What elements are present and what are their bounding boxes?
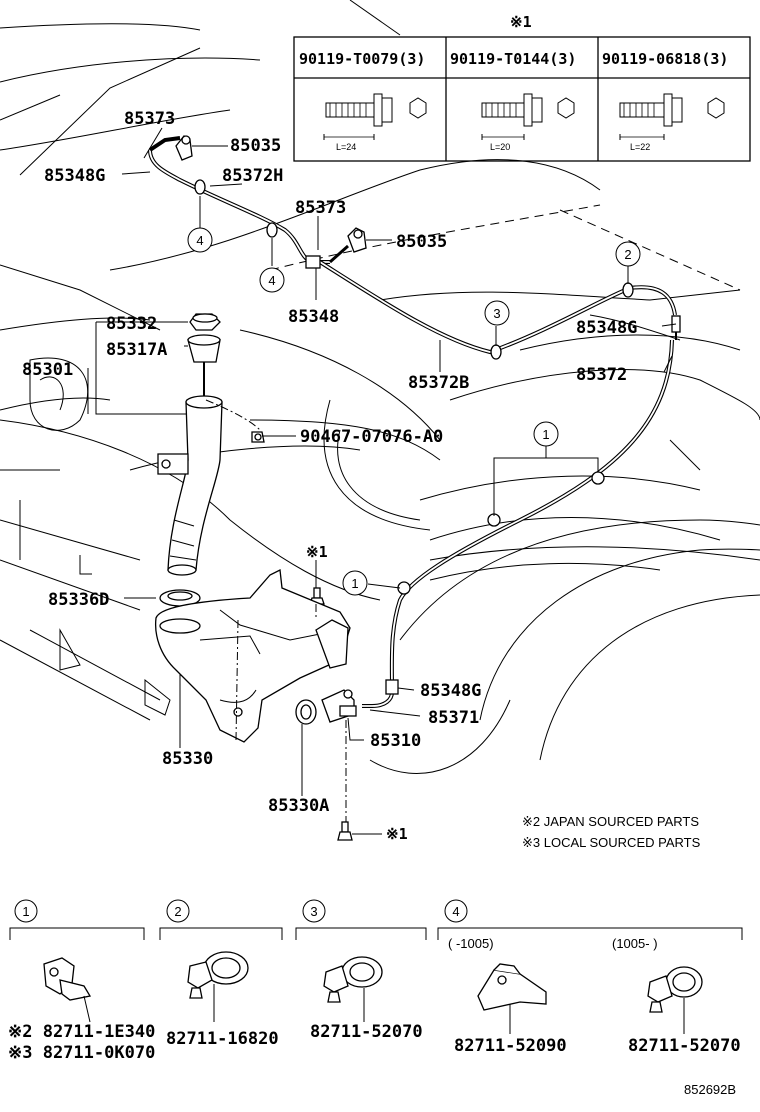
label-85348: 85348 <box>288 307 339 327</box>
label-85348g-right: 85348G <box>576 318 637 338</box>
label-85035-middle: 85035 <box>396 232 447 252</box>
bolt-part-number-2: 90119-T0144(3) <box>450 50 576 68</box>
legend-part-4b: 82711-52070 <box>628 1036 741 1056</box>
label-85373-middle: 85373 <box>295 198 346 218</box>
label-85371: 85371 <box>428 708 479 728</box>
legend-part-2: 82711-16820 <box>166 1029 279 1049</box>
legend-range-late: (1005- ) <box>612 936 658 951</box>
label-85035-upper: 85035 <box>230 136 281 156</box>
label-85330a: 85330A <box>268 796 329 816</box>
washer-tank <box>154 569 351 743</box>
clamp-3-drawing <box>323 956 383 1022</box>
label-mark1-lower: ※1 <box>386 825 408 843</box>
diagram-id: 852692B <box>684 1082 736 1097</box>
washer-nozzle-middle <box>347 227 392 253</box>
hose-joint-middle <box>305 244 349 269</box>
callout-4-upper: 4 <box>196 233 203 248</box>
assembly-lines <box>205 399 347 822</box>
clamp-legend: 1 2 3 4 ( -1005) (1005- ) <box>8 899 743 1063</box>
callout-2: 2 <box>624 247 631 262</box>
label-85332: 85332 <box>106 314 157 334</box>
clamp-1-drawing <box>43 957 92 1023</box>
tank-bolt-upper <box>309 560 325 605</box>
label-85373-upper: 85373 <box>124 109 175 129</box>
legend-index-2: 2 <box>174 904 181 919</box>
legend-index-3: 3 <box>310 904 317 919</box>
clamp-4b-drawing <box>647 966 703 1034</box>
callout-3: 3 <box>493 306 500 321</box>
label-85348g-lower: 85348G <box>420 681 481 701</box>
leader-lines <box>79 127 677 835</box>
washer-tank-cap <box>189 313 221 331</box>
legend-index-1: 1 <box>22 904 29 919</box>
label-85317a: 85317A <box>106 340 167 360</box>
bolt-part-number-1: 90119-T0079(3) <box>299 50 425 68</box>
legend-index-4: 4 <box>452 904 459 919</box>
legend-part-1-local: ※3 82711-0K070 <box>8 1043 155 1063</box>
callout-1-upper: 1 <box>542 427 549 442</box>
bolt-length-2: L=20 <box>490 142 510 152</box>
washer-hoses <box>148 136 677 708</box>
vehicle-body-outline <box>0 0 760 774</box>
note-japan-sourced: ※2 JAPAN SOURCED PARTS <box>522 814 699 829</box>
label-90467-07076-a0: 90467-07076-A0 <box>300 427 443 447</box>
washer-pump <box>321 689 357 723</box>
label-85348g-upper: 85348G <box>44 166 105 186</box>
bolt-table-header-mark: ※1 <box>510 13 532 31</box>
legend-part-4a: 82711-52090 <box>454 1036 567 1056</box>
hose-joint-lower <box>385 679 399 695</box>
bolt-table: ※1 90119-T0079(3) 90119-T0144(3) 90119-0… <box>293 13 751 162</box>
callout-circles: 4 4 3 2 1 1 <box>187 227 641 596</box>
bolt-part-number-3: 90119-06818(3) <box>602 50 728 68</box>
washer-filler-neck <box>157 395 223 576</box>
clip-90467 <box>251 431 265 443</box>
part-labels: 85373 85035 85348G 85372H 85373 85035 85… <box>22 109 637 843</box>
clamp-2-drawing <box>187 951 249 1022</box>
label-85372h: 85372H <box>222 166 283 186</box>
bolt-drawing-1: L=24 <box>323 93 427 152</box>
label-85310: 85310 <box>370 731 421 751</box>
legend-part-3: 82711-52070 <box>310 1022 423 1042</box>
hose-clamps <box>194 179 634 595</box>
clamp-4a-drawing <box>477 963 547 1034</box>
bolt-length-1: L=24 <box>336 142 356 152</box>
label-85336d: 85336D <box>48 590 109 610</box>
legend-part-1-japan: ※2 82711-1E340 <box>8 1022 155 1042</box>
callout-4-middle: 4 <box>268 273 275 288</box>
washer-tank-strainer <box>187 334 221 400</box>
bolt-drawing-3: L=22 <box>619 93 725 152</box>
label-mark1-upper: ※1 <box>306 543 328 561</box>
bolt-length-3: L=22 <box>630 142 650 152</box>
label-85372: 85372 <box>576 365 627 385</box>
note-local-sourced: ※3 LOCAL SOURCED PARTS <box>522 835 701 850</box>
washer-nozzle-upper <box>175 135 228 161</box>
tank-bolt-lower <box>337 821 353 841</box>
label-85372b: 85372B <box>408 373 469 393</box>
label-85330: 85330 <box>162 749 213 769</box>
filler-neck-grommet <box>159 589 201 607</box>
source-notes: ※2 JAPAN SOURCED PARTS ※3 LOCAL SOURCED … <box>522 814 701 850</box>
label-85301: 85301 <box>22 360 73 380</box>
pump-grommet <box>295 699 317 725</box>
bolt-drawing-2: L=20 <box>481 93 575 152</box>
legend-range-early: ( -1005) <box>448 936 494 951</box>
callout-1-lower: 1 <box>351 576 358 591</box>
